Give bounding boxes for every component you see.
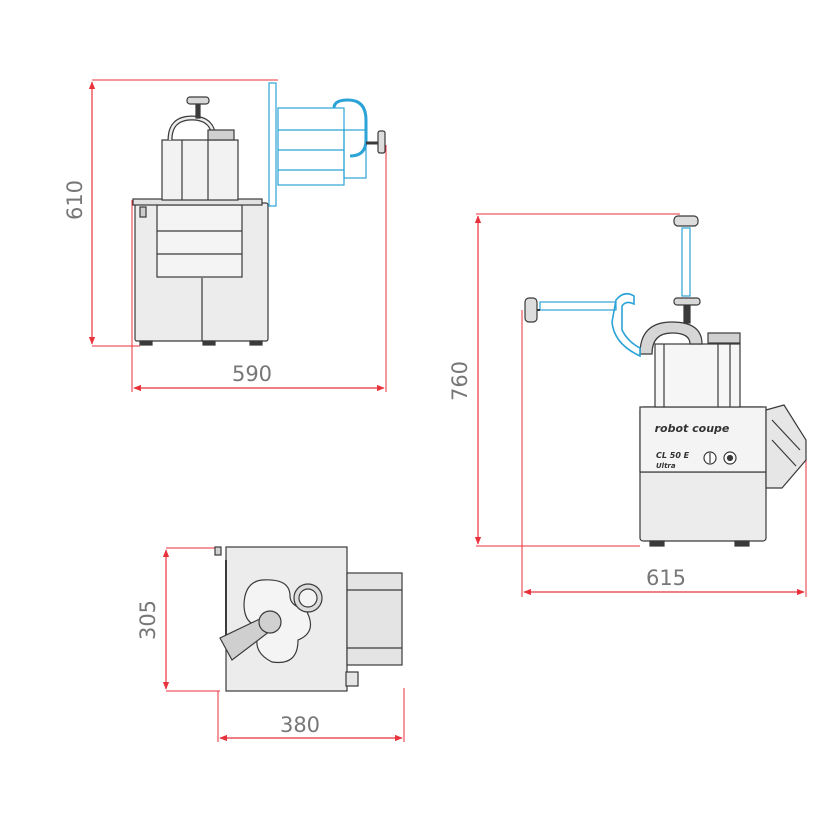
side-view: 760 615 robot coupe CL 50 E <box>448 213 807 597</box>
top-depth-label: 305 <box>136 600 160 640</box>
top-extension-lines <box>166 547 405 742</box>
front-height-label: 610 <box>63 180 87 220</box>
front-view: 610 590 <box>63 79 387 392</box>
side-height-label: 760 <box>448 361 472 401</box>
front-extension-lines <box>92 79 387 392</box>
top-width-label: 380 <box>280 713 320 737</box>
brand-logo-text: robot coupe <box>655 422 730 435</box>
top-view: 305 380 <box>136 546 405 742</box>
side-machine-outline <box>639 297 807 547</box>
front-width-label: 590 <box>232 362 272 386</box>
side-width-label: 615 <box>646 566 686 590</box>
front-machine-outline <box>132 96 269 346</box>
model-label: CL 50 E <box>656 451 690 460</box>
side-open-lid-swung <box>524 292 641 358</box>
variant-label: Ultra <box>656 462 676 470</box>
side-open-pusher-vertical <box>673 215 699 297</box>
side-extension-lines <box>476 213 807 597</box>
top-machine-outline <box>214 546 403 692</box>
front-open-lid-outline <box>268 82 386 207</box>
